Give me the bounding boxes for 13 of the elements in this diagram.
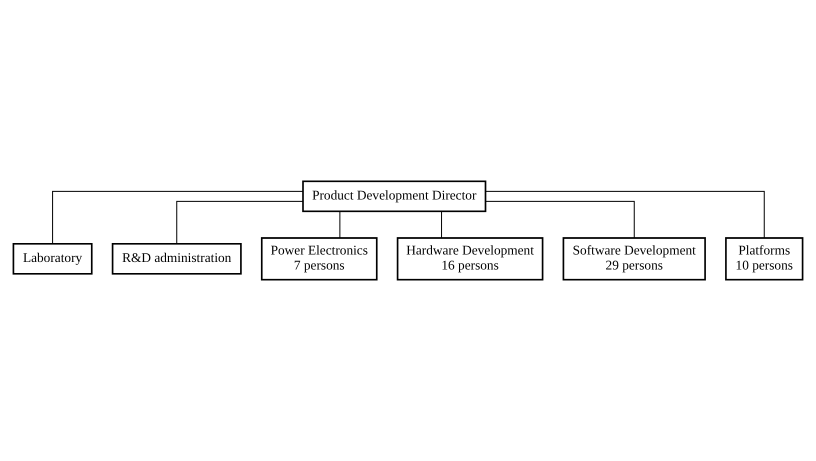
node-box: R&D administration [112,243,242,275]
connector [176,200,304,244]
connector [485,190,765,238]
node-box: Software Development 29 persons [562,237,706,280]
connector [485,200,635,238]
node-box: Power Electronics 7 persons [260,237,378,280]
connector [52,190,304,244]
node-box: Platforms 10 persons [725,237,804,280]
connector [339,210,340,238]
node-box: Hardware Development 16 persons [396,237,544,280]
connector [441,210,442,238]
node-box: Laboratory [12,243,93,275]
node-box: Product Development Director [302,180,486,212]
